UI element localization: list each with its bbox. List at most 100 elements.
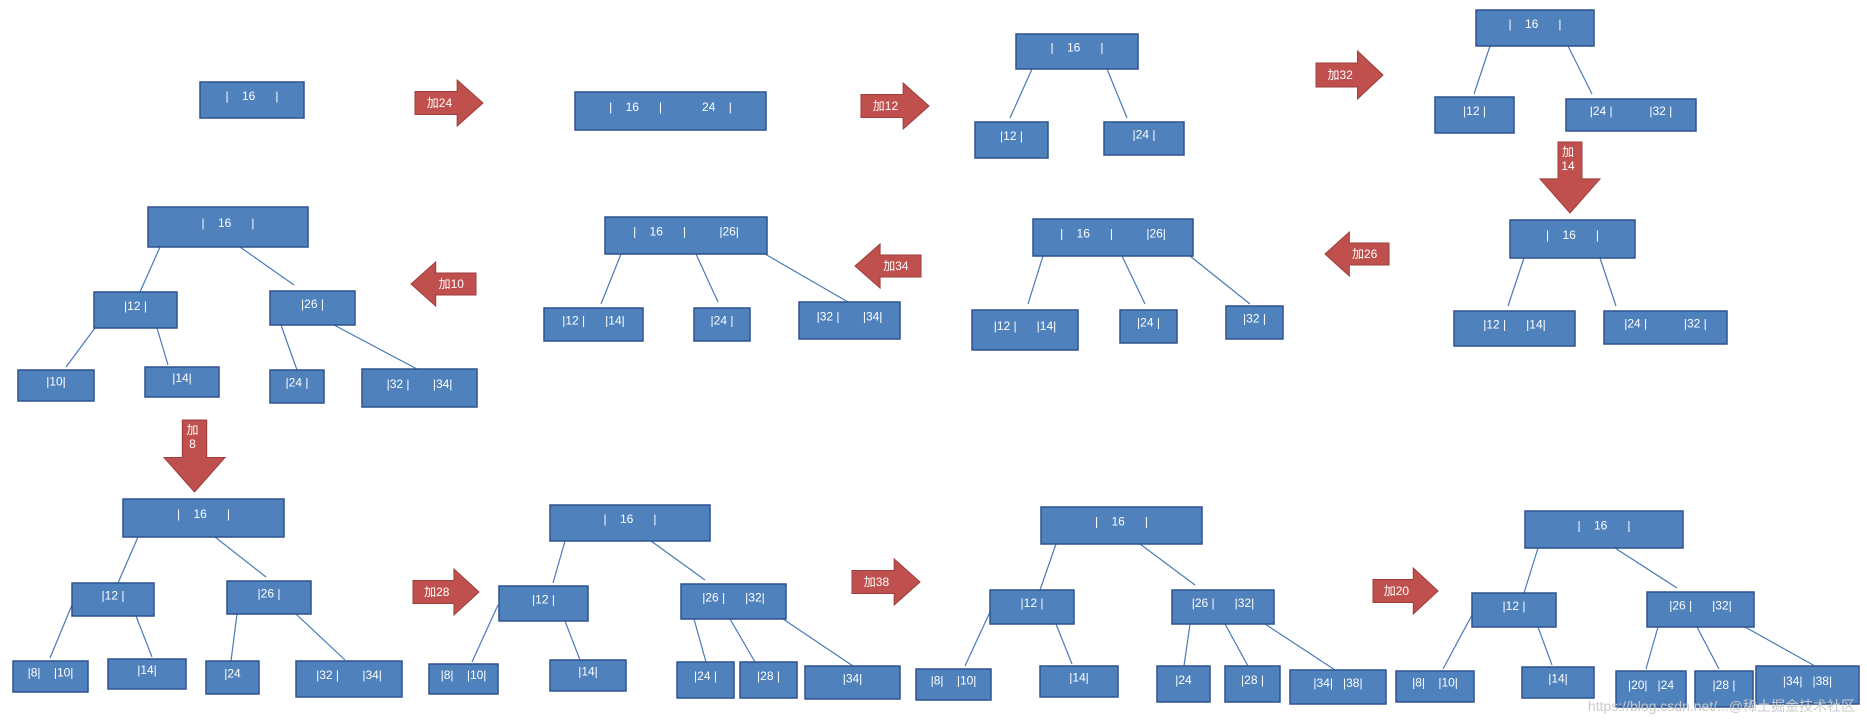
node-box <box>295 660 403 698</box>
node-box <box>1694 670 1754 708</box>
tree-edge <box>214 536 267 578</box>
arrow-label: 加10 <box>439 277 465 291</box>
node-box <box>1015 33 1139 70</box>
node-keys: |24 | <box>711 314 734 328</box>
tree-node: |14| <box>1039 665 1119 698</box>
tree-node: |8| |10| <box>428 663 499 695</box>
node-box <box>574 91 767 131</box>
arrow-shape <box>412 567 480 617</box>
tree-node: |28 | <box>1694 670 1754 708</box>
tree-node: | 16 | <box>1040 506 1203 545</box>
node-box <box>205 660 260 695</box>
arrow-label: 加24 <box>427 96 453 110</box>
tree-edge <box>471 604 499 663</box>
arrow-label: 加34 <box>883 259 909 273</box>
tree-node: |24 | <box>676 661 735 699</box>
node-keys: |24 <box>224 667 241 681</box>
node-box <box>604 216 768 255</box>
tree-edge <box>695 253 719 303</box>
tree-node: |26 | |32| <box>1646 591 1755 628</box>
node-keys: |12 | <box>1021 596 1044 610</box>
node-keys: | 16 | <box>1095 515 1148 529</box>
arrow-shape <box>1315 49 1384 101</box>
node-box <box>1289 669 1387 705</box>
tree-edge <box>552 540 566 584</box>
tree-edge <box>1106 68 1128 119</box>
tree-node: |34| <box>804 665 901 700</box>
insert-arrow-add-28: 加28 <box>412 567 480 617</box>
tree-node: |26 | |32| <box>1171 589 1275 625</box>
tree-edge <box>1189 255 1251 305</box>
node-keys: |14| <box>172 371 192 385</box>
tree-node: |24 | |32 | <box>1603 310 1728 345</box>
arrow-label: 加20 <box>1384 584 1410 598</box>
node-box <box>1032 218 1194 257</box>
node-box <box>1603 310 1728 345</box>
tree-node: |32 | <box>1225 305 1284 340</box>
tree-edge <box>65 327 96 368</box>
node-keys: |12 | <box>1000 129 1023 143</box>
node-keys: |12 | |14| <box>1483 318 1546 332</box>
node-box <box>680 583 787 620</box>
tree-edge <box>1744 626 1816 667</box>
node-keys: |24 | <box>1137 316 1160 330</box>
tree-node: | 16 | <box>549 504 711 542</box>
node-box <box>107 658 187 690</box>
tree-node: |12 | <box>498 585 589 622</box>
tree-edge <box>239 246 295 286</box>
node-keys: |8| |10| <box>1412 676 1458 690</box>
tree-edge <box>1009 68 1033 119</box>
node-box <box>739 661 798 699</box>
node-box <box>1509 219 1636 259</box>
node-keys: |32 | |34| <box>817 310 883 324</box>
tree-node: |14| <box>549 659 627 692</box>
tree-node: |24 <box>205 660 260 695</box>
tree-node: |32 | |34| <box>798 301 901 340</box>
node-keys: |14| <box>1548 672 1568 686</box>
node-box <box>1224 665 1281 703</box>
node-keys: |14| <box>1069 671 1089 685</box>
tree-node: |12 | <box>974 121 1049 159</box>
tree-edge <box>729 618 756 663</box>
node-box <box>974 121 1049 159</box>
node-box <box>693 307 751 342</box>
node-box <box>1039 665 1119 698</box>
insert-arrow-add-20: 加20 <box>1372 566 1439 616</box>
node-keys: | 16 | |26| <box>1060 227 1166 241</box>
node-keys: |8| |10| <box>441 668 487 682</box>
tree-edge <box>964 611 991 667</box>
node-box <box>1434 96 1515 134</box>
tree-edge <box>1537 626 1553 666</box>
tree-node: |34| |38| <box>1755 665 1860 705</box>
insert-arrow-add-38: 加38 <box>851 557 921 607</box>
tree-node: | 16 | <box>1015 33 1139 70</box>
tree-edge <box>1696 626 1720 670</box>
arrow-label: 加12 <box>873 99 899 113</box>
tree-edge <box>600 253 622 305</box>
node-keys: | 16 | |26| <box>633 225 739 239</box>
node-box <box>549 504 711 542</box>
node-box <box>1565 98 1697 132</box>
tree-node: | 16 | 24 | <box>574 91 767 131</box>
tree-edge <box>1442 614 1473 670</box>
node-box <box>1119 309 1178 344</box>
insert-arrow-add-26: 加26 <box>1324 230 1390 278</box>
tree-node: |28 | <box>739 661 798 699</box>
tree-node: |26 | <box>269 290 356 326</box>
node-keys: |28 | <box>757 669 780 683</box>
node-box <box>915 668 992 701</box>
node-keys: |26 | |32| <box>702 591 765 605</box>
node-keys: |14| <box>578 665 598 679</box>
node-box <box>989 589 1075 625</box>
node-box <box>1040 506 1203 545</box>
tree-node: |24 | <box>1119 309 1178 344</box>
tree-node: |12 | <box>989 589 1075 625</box>
node-box <box>12 660 89 693</box>
tree-edge <box>135 615 153 658</box>
tree-node: | 16 | <box>1509 219 1636 259</box>
node-keys: | 16 | <box>1051 41 1104 55</box>
tree-node: |28 | <box>1224 665 1281 703</box>
